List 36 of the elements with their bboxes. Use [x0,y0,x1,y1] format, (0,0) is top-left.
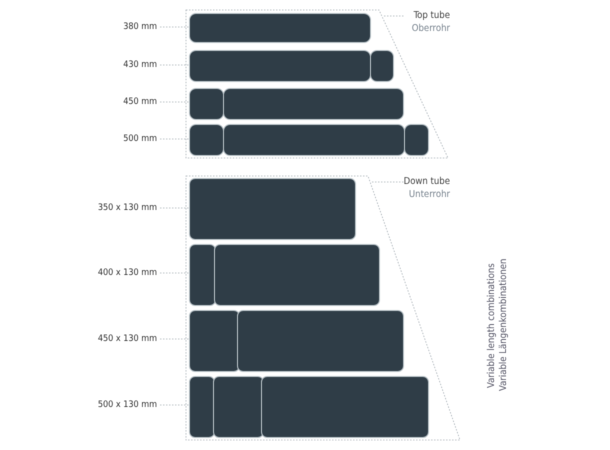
leader-line [160,64,190,66]
tube-segment [223,88,404,120]
tube-segment [189,244,216,306]
dimension-label: 400 x 130 mm [98,268,157,278]
section-subheading: Unterrohr [408,189,450,200]
tube-segment [237,310,404,372]
leader-line [160,404,190,406]
leader-line [160,138,190,140]
leader-line [160,272,190,274]
dimension-label: 430 mm [123,60,157,70]
dimension-label: 450 x 130 mm [98,334,157,344]
dimension-label: 350 x 130 mm [98,203,157,213]
tube-segment [213,376,264,438]
tube-segment [404,124,429,156]
tube-segment [223,124,405,156]
tube-segment [370,50,394,82]
section-heading: Down tube [404,176,450,187]
tube-segment [189,13,371,43]
dimension-label: 500 mm [123,134,157,144]
leader-line [160,26,190,28]
tube-segment [261,376,429,438]
section-heading: Top tube [414,10,450,21]
tube-segment [189,178,356,240]
tube-segment [189,376,215,438]
tube-segment [189,310,240,372]
leader-line [160,338,190,340]
tube-segment [214,244,380,306]
dimension-label: 500 x 130 mm [98,400,157,410]
tube-segment [189,88,224,120]
tube-segment [189,124,224,156]
tube-segment [189,50,371,82]
section-subheading: Oberrohr [412,23,450,34]
dimension-label: 380 mm [123,22,157,32]
vertical-note: Variable Längenkombinationen [498,258,509,391]
dimension-label: 450 mm [123,97,157,107]
vertical-note: Variable length combinations [486,262,497,388]
